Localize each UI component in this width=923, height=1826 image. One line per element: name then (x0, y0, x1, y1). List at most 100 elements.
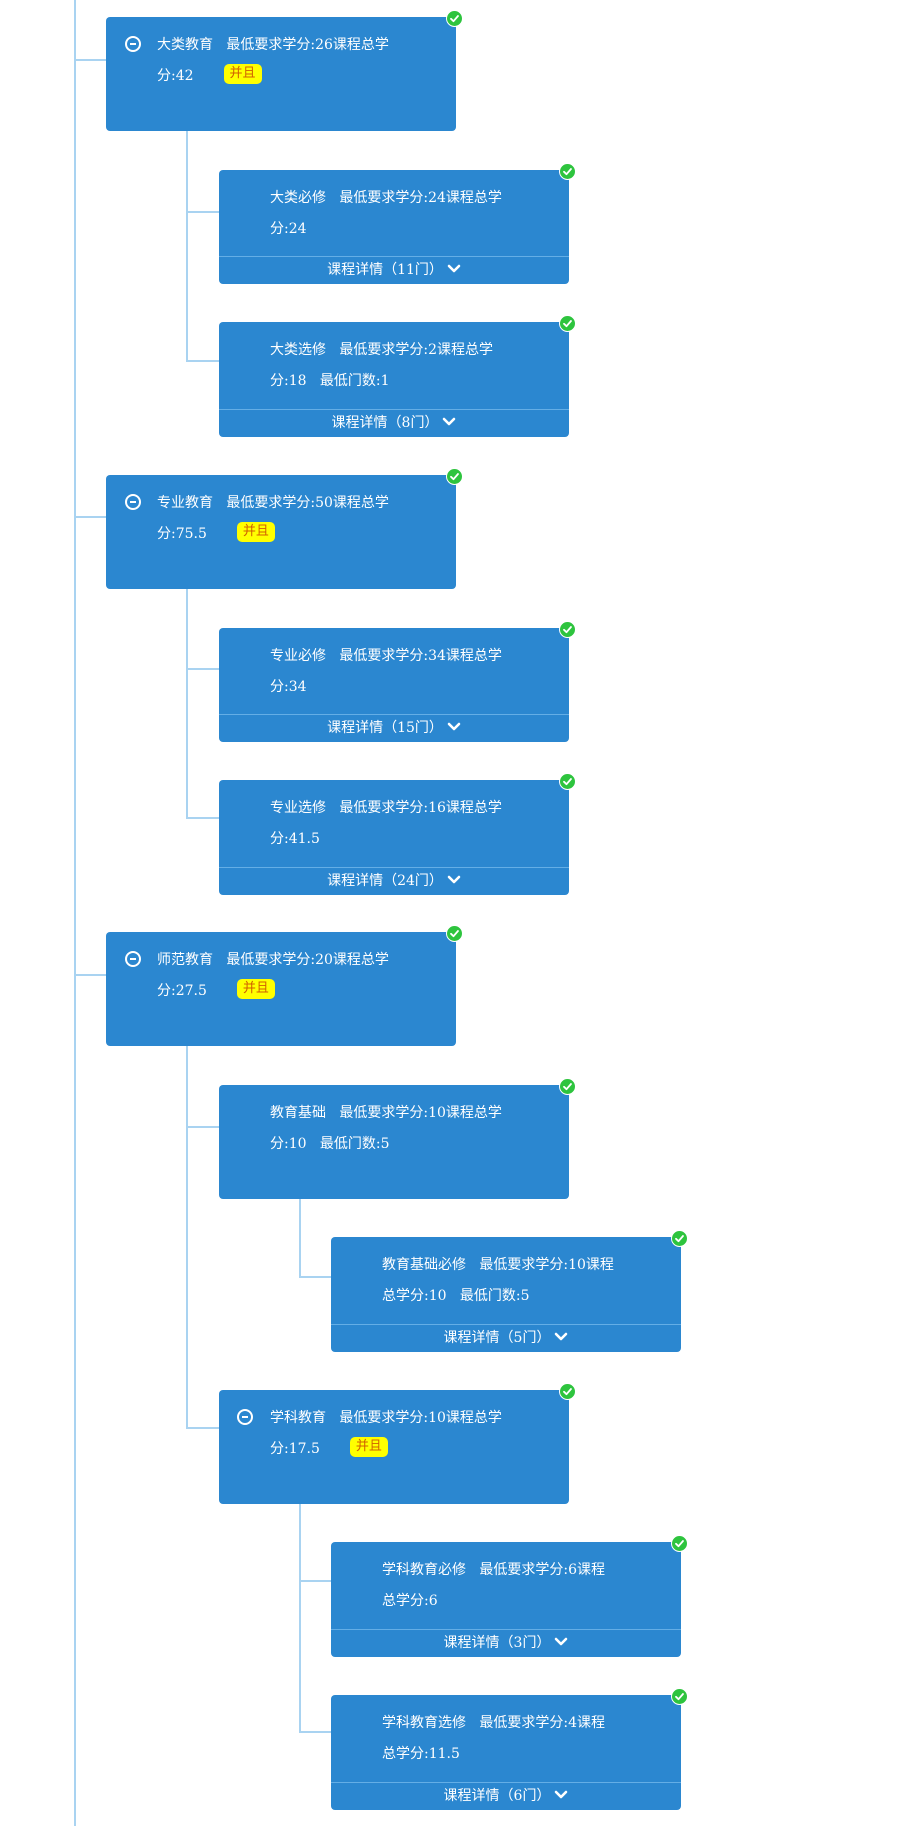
minus-circle-icon[interactable] (125, 36, 141, 52)
branch-line (186, 211, 219, 213)
branch-line (74, 974, 106, 976)
node-credits: 最低要求学分:2课程总学 (339, 342, 493, 358)
node-total-credits: 分:24 (270, 221, 307, 237)
node-xueke-jiaoyu[interactable]: 学科教育 最低要求学分:10课程总学 分:17.5 并且 (219, 1384, 575, 1504)
check-circle-icon (560, 1079, 575, 1094)
node-shifan-jiaoyu[interactable]: 师范教育 最低要求学分:20课程总学 分:27.5 并且 (106, 926, 462, 1046)
node-total-credits: 分:41.5 (270, 831, 320, 847)
node-total-credits: 分:27.5 (157, 983, 207, 999)
node-credits: 最低要求学分:50课程总学 (226, 495, 389, 511)
node-credits: 最低要求学分:20课程总学 (226, 952, 389, 968)
branch-line (299, 1504, 301, 1733)
node-total-credits: 分:17.5 (270, 1441, 320, 1457)
course-details-toggle[interactable]: 课程详情（15门） (219, 714, 569, 742)
node-name: 教育基础 (270, 1105, 326, 1121)
branch-line (299, 1731, 331, 1733)
course-details-label: 课程详情（5门） (443, 1330, 551, 1346)
check-circle-icon (672, 1689, 687, 1704)
check-circle-icon (447, 469, 462, 484)
node-name: 学科教育 (270, 1410, 326, 1426)
course-details-toggle[interactable]: 课程详情（11门） (219, 256, 569, 284)
branch-line (299, 1276, 331, 1278)
node-total-credits: 总学分:11.5 (382, 1746, 460, 1762)
course-details-label: 课程详情（11门） (327, 262, 443, 278)
check-circle-icon (560, 164, 575, 179)
check-circle-icon (672, 1536, 687, 1551)
node-min-courses: 最低门数:5 (459, 1288, 530, 1304)
course-details-toggle[interactable]: 课程详情（5门） (331, 1324, 681, 1352)
node-credits: 最低要求学分:6课程 (479, 1562, 605, 1578)
chevron-down-icon (447, 875, 461, 884)
node-name: 教育基础必修 (382, 1257, 466, 1273)
node-name: 学科教育选修 (382, 1715, 466, 1731)
node-zhuanye-xuanxiu[interactable]: 专业选修 最低要求学分:16课程总学 分:41.5 课程详情（24门） (219, 774, 575, 895)
check-circle-icon (560, 774, 575, 789)
branch-line (186, 131, 188, 362)
course-details-label: 课程详情（6门） (443, 1788, 551, 1804)
node-credits: 最低要求学分:10课程 (479, 1257, 614, 1273)
course-details-toggle[interactable]: 课程详情（24门） (219, 867, 569, 895)
node-total-credits: 分:34 (270, 679, 307, 695)
chevron-down-icon (447, 264, 461, 273)
node-dalei-xuanxiu[interactable]: 大类选修 最低要求学分:2课程总学 分:18 最低门数:1 课程详情（8门） (219, 316, 575, 437)
check-circle-icon (560, 316, 575, 331)
node-credits: 最低要求学分:24课程总学 (339, 190, 502, 206)
branch-line (186, 817, 219, 819)
node-name: 专业教育 (157, 495, 213, 511)
node-credits: 最低要求学分:34课程总学 (339, 648, 502, 664)
node-total-credits: 分:10 (270, 1136, 307, 1152)
node-min-courses: 最低门数:1 (319, 373, 390, 389)
node-jiaoyu-jichu[interactable]: 教育基础 最低要求学分:10课程总学 分:10 最低门数:5 (219, 1079, 575, 1199)
chevron-down-icon (447, 722, 461, 731)
minus-circle-icon[interactable] (125, 494, 141, 510)
and-tag: 并且 (349, 1437, 388, 1457)
node-jiaoyu-jichu-bixiu[interactable]: 教育基础必修 最低要求学分:10课程 总学分:10 最低门数:5 课程详情（5门… (331, 1231, 687, 1352)
branch-line (74, 516, 106, 518)
minus-circle-icon[interactable] (125, 951, 141, 967)
node-total-credits: 总学分:10 (382, 1288, 447, 1304)
node-name: 学科教育必修 (382, 1562, 466, 1578)
node-name: 大类必修 (270, 190, 326, 206)
check-circle-icon (560, 622, 575, 637)
and-tag: 并且 (236, 979, 275, 999)
chevron-down-icon (443, 417, 456, 426)
branch-line (299, 1580, 331, 1582)
minus-circle-icon[interactable] (237, 1409, 253, 1425)
node-name: 专业必修 (270, 648, 326, 664)
course-details-toggle[interactable]: 课程详情（8门） (219, 409, 569, 437)
node-total-credits: 总学分:6 (382, 1593, 438, 1609)
tree-trunk-line (74, 0, 76, 1826)
course-details-label: 课程详情（24门） (327, 873, 443, 889)
node-min-courses: 最低门数:5 (319, 1136, 390, 1152)
node-xueke-bixiu[interactable]: 学科教育必修 最低要求学分:6课程 总学分:6 课程详情（3门） (331, 1536, 687, 1657)
node-xueke-xuanxiu[interactable]: 学科教育选修 最低要求学分:4课程 总学分:11.5 课程详情（6门） (331, 1689, 687, 1810)
branch-line (186, 668, 219, 670)
branch-line (74, 59, 106, 61)
node-credits: 最低要求学分:4课程 (479, 1715, 605, 1731)
branch-line (186, 1427, 219, 1429)
node-zhuanye-bixiu[interactable]: 专业必修 最低要求学分:34课程总学 分:34 课程详情（15门） (219, 622, 575, 742)
node-credits: 最低要求学分:10课程总学 (339, 1105, 502, 1121)
course-details-toggle[interactable]: 课程详情（3门） (331, 1629, 681, 1657)
node-total-credits: 分:75.5 (157, 526, 207, 542)
node-name: 师范教育 (157, 952, 213, 968)
node-zhuanye-jiaoyu[interactable]: 专业教育 最低要求学分:50课程总学 分:75.5 并且 (106, 469, 462, 589)
node-credits: 最低要求学分:10课程总学 (339, 1410, 502, 1426)
node-name: 专业选修 (270, 800, 326, 816)
node-total-credits: 分:42 (157, 68, 194, 84)
node-total-credits: 分:18 (270, 373, 307, 389)
and-tag: 并且 (223, 64, 262, 84)
branch-line (186, 1046, 188, 1429)
node-dalei-bixiu[interactable]: 大类必修 最低要求学分:24课程总学 分:24 课程详情（11门） (219, 164, 575, 284)
node-credits: 最低要求学分:16课程总学 (339, 800, 502, 816)
branch-line (186, 360, 219, 362)
chevron-down-icon (555, 1637, 568, 1646)
branch-line (299, 1199, 301, 1278)
check-circle-icon (447, 11, 462, 26)
and-tag: 并且 (236, 522, 275, 542)
check-circle-icon (672, 1231, 687, 1246)
course-details-toggle[interactable]: 课程详情（6门） (331, 1782, 681, 1810)
course-details-label: 课程详情（8门） (331, 415, 439, 431)
branch-line (186, 589, 188, 819)
